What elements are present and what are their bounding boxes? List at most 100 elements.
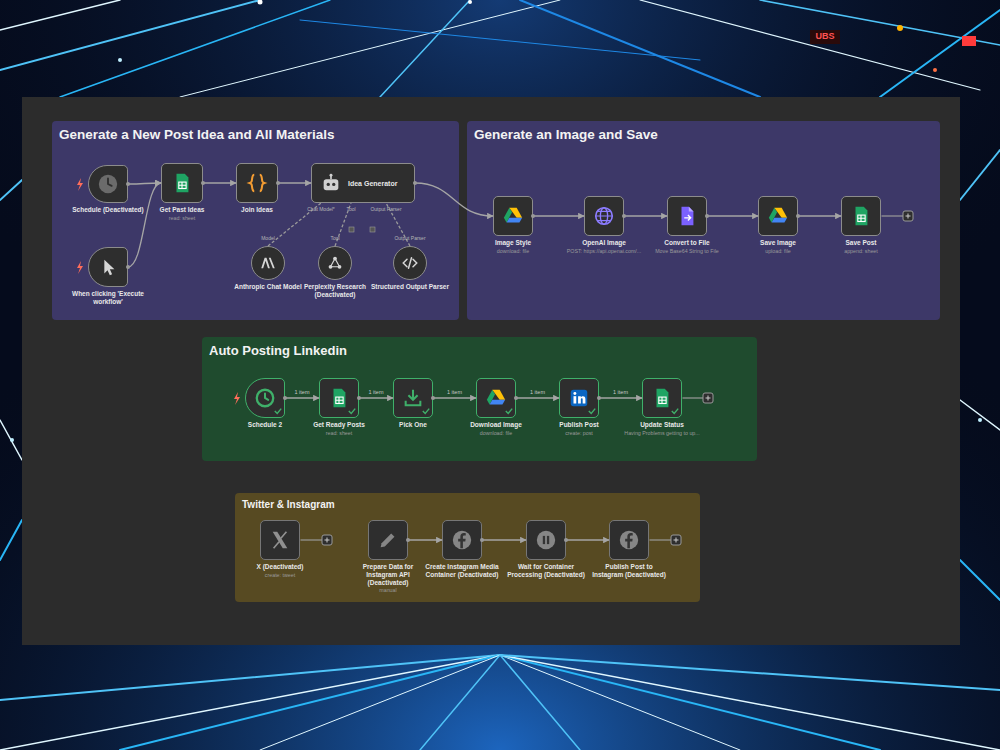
icon-shape xyxy=(330,174,333,177)
node-label: Get Ready Posts xyxy=(300,421,378,429)
sub-node-circle: Perplexity Research (Deactivated) xyxy=(318,246,352,280)
node-label: OpenAI Image xyxy=(565,239,643,247)
node-label: Wait for Container Processing (Deactivat… xyxy=(507,563,585,579)
light-streak xyxy=(260,655,500,750)
check-mark xyxy=(589,409,595,414)
light-streak xyxy=(0,0,120,30)
node-caption: OpenAI ImagePOST: https://api.openai.com… xyxy=(565,239,643,254)
icon-shape xyxy=(490,400,506,405)
process-box: Wait for Container Processing (Deactivat… xyxy=(526,520,566,560)
node-caption: Schedule (Deactivated) xyxy=(69,206,147,214)
success-check xyxy=(274,407,282,415)
node-label: Schedule (Deactivated) xyxy=(69,206,147,214)
node-icon xyxy=(568,387,590,409)
icon-shape xyxy=(179,182,186,188)
node-label: Prepare Data for Instagram API (Deactiva… xyxy=(349,563,427,586)
success-check xyxy=(505,407,513,415)
building-sign xyxy=(810,30,840,44)
icon-shape xyxy=(177,174,189,192)
node-caption: Publish Post to Instagram (Deactivated) xyxy=(590,563,668,579)
node-label: Move Base64 String to File xyxy=(648,248,726,254)
icon-shape xyxy=(509,208,522,218)
light-streak xyxy=(0,0,260,70)
success-check xyxy=(422,407,430,415)
light-streak xyxy=(380,0,470,97)
light-streak xyxy=(0,655,500,700)
node-caption: Prepare Data for Instagram API (Deactiva… xyxy=(349,563,427,594)
process-box: Get Past Ideasread: sheet xyxy=(161,163,203,203)
icon-shape xyxy=(571,390,588,407)
icon-shape xyxy=(573,392,576,395)
icon-shape xyxy=(689,207,694,212)
icon-shape xyxy=(334,389,346,407)
icon-shape xyxy=(273,532,288,549)
icon-shape xyxy=(261,258,270,269)
icon-shape xyxy=(179,182,186,188)
light-streak xyxy=(120,655,500,750)
node-label: Join Ideas xyxy=(218,206,296,214)
node-label: Get Past Ideas xyxy=(143,206,221,214)
icon-shape xyxy=(332,183,335,186)
node-caption: Download Imagedownload: file xyxy=(457,421,535,436)
node-label: Download Image xyxy=(457,421,535,429)
node-icon xyxy=(254,387,276,409)
node-caption: Join Ideas xyxy=(218,206,296,214)
light-node xyxy=(468,0,472,4)
group-title: Generate an Image and Save xyxy=(474,127,658,142)
success-check xyxy=(588,407,596,415)
light-node xyxy=(10,438,14,442)
node-caption: Schedule 2 xyxy=(226,421,304,429)
node-label: manual xyxy=(349,587,427,593)
node-caption: Update StatusHaving Problems getting to … xyxy=(623,421,701,436)
node-icon xyxy=(676,205,698,227)
icon-shape xyxy=(858,215,865,221)
light-streak xyxy=(0,520,22,560)
node-label: X (Deactivated) xyxy=(241,563,319,571)
node-label: Update Status xyxy=(623,421,701,429)
light-streak xyxy=(640,0,980,90)
light-streak xyxy=(500,655,580,750)
icon-shape xyxy=(537,531,555,549)
icon-shape xyxy=(858,215,865,221)
node-label: Publish Post xyxy=(540,421,618,429)
icon-shape xyxy=(574,396,577,403)
node-icon xyxy=(269,529,291,551)
node-icon xyxy=(451,529,473,551)
node-icon xyxy=(401,254,419,272)
light-streak xyxy=(500,655,1000,690)
icon-shape xyxy=(684,215,690,221)
group-title: Generate a New Post Idea and All Materia… xyxy=(59,127,335,142)
node-caption: Anthropic Chat Model xyxy=(229,283,307,291)
icon-shape xyxy=(269,258,275,269)
node-label: append: sheet xyxy=(822,248,900,254)
icon-shape xyxy=(507,218,523,223)
sub-node-circle: Anthropic Chat Model xyxy=(251,246,285,280)
icon-shape xyxy=(260,175,265,192)
icon-shape xyxy=(657,389,669,407)
process-box: Idea Generator xyxy=(311,163,415,203)
process-box: Download Imagedownload: file xyxy=(476,378,516,418)
process-box: Update StatusHaving Problems getting to … xyxy=(642,378,682,418)
node-label: Structured Output Parser xyxy=(371,283,449,291)
node-caption: Create Instagram Media Container (Deacti… xyxy=(423,563,501,579)
node-caption: When clicking 'Execute workflow' xyxy=(69,290,147,306)
icon-shape xyxy=(492,390,505,400)
node-icon xyxy=(326,254,344,272)
node-icon xyxy=(259,254,277,272)
node-label: Pick One xyxy=(374,421,452,429)
node-label: POST: https://api.openai.com/... xyxy=(565,248,643,254)
node-label: Anthropic Chat Model xyxy=(229,283,307,291)
light-streak xyxy=(760,0,1000,45)
check-mark xyxy=(506,409,512,414)
icon-shape xyxy=(108,179,112,186)
node-caption: Wait for Container Processing (Deactivat… xyxy=(507,563,585,579)
node-label: Save Image xyxy=(739,239,817,247)
light-streak xyxy=(880,10,1000,97)
icon-shape xyxy=(274,532,287,549)
icon-shape xyxy=(381,534,395,548)
city-light xyxy=(962,36,976,46)
node-label: create: post xyxy=(540,430,618,436)
check-mark xyxy=(423,409,429,414)
